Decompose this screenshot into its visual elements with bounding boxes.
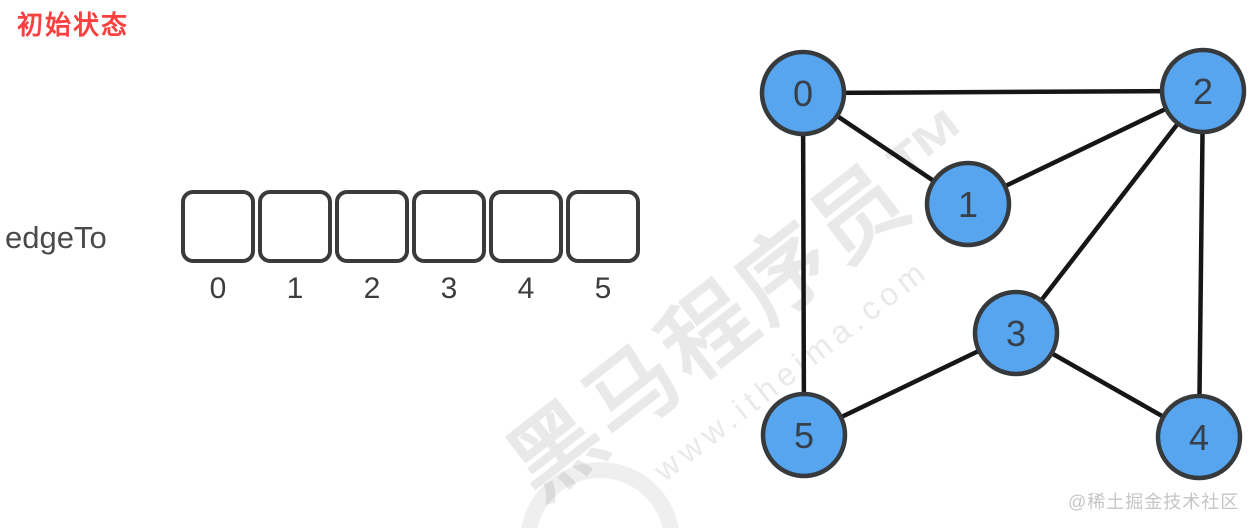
graph-node-4: 4 (1155, 393, 1243, 481)
graph-node-label: 1 (958, 184, 978, 225)
graph-node-circle (924, 160, 1012, 248)
array-index-label: 0 (209, 272, 227, 305)
array-cell (566, 190, 640, 263)
graph-edge-0-2 (802, 88, 1204, 96)
page-title: 初始状态 (17, 10, 130, 40)
graph-edge-0-5 (800, 92, 807, 436)
edgeto-array: 0 1 2 3 4 5 (181, 190, 640, 306)
graph-node-circle (759, 49, 847, 137)
array-cell (258, 190, 332, 263)
graph-node-3: 3 (972, 289, 1060, 377)
array-indices: 0 1 2 3 4 5 (181, 272, 640, 306)
graph-node-circle (1155, 393, 1243, 481)
graph-edge-2-4 (1196, 90, 1206, 438)
credit-watermark: @稀土掘金技术社区 (1068, 492, 1240, 512)
array-cells (181, 190, 640, 263)
array-index-label: 5 (594, 272, 612, 305)
graph-node-1: 1 (924, 160, 1012, 248)
array-cell (412, 190, 486, 263)
array-index-label: 4 (517, 272, 535, 305)
graph-edge-2-3 (1014, 89, 1205, 335)
array-index-label: 1 (286, 272, 304, 305)
array-cell (181, 190, 255, 263)
graph-node-5: 5 (760, 391, 848, 479)
graph-node-label: 5 (794, 415, 814, 456)
graph-node-label: 4 (1189, 417, 1209, 458)
graph-node-circle (972, 289, 1060, 377)
graph-node-label: 2 (1193, 71, 1213, 112)
array-index-label: 3 (440, 272, 458, 305)
graph-node-circle (760, 391, 848, 479)
graph-node-label: 0 (793, 73, 813, 114)
array-cell (489, 190, 563, 263)
graph-node-0: 0 (759, 49, 847, 137)
array-index-label: 2 (363, 272, 381, 305)
graph-node-label: 3 (1006, 313, 1026, 354)
array-cell (335, 190, 409, 263)
array-label: edgeTo (5, 220, 107, 255)
graph-node-circle (1159, 47, 1247, 135)
graph-edge-1-2 (967, 88, 1204, 207)
graph-node-2: 2 (1159, 47, 1247, 135)
